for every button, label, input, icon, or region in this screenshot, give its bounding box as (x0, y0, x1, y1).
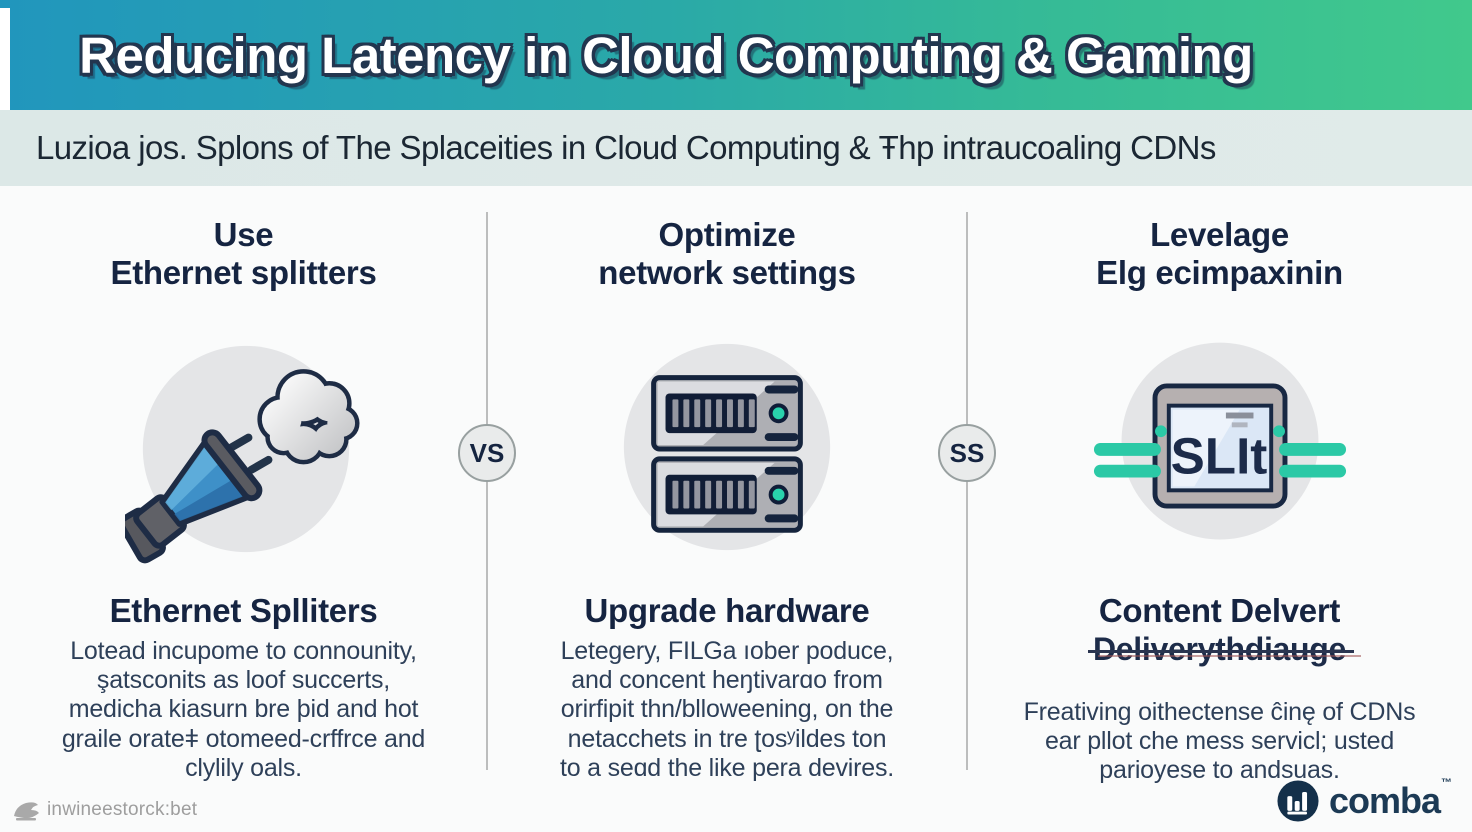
column-optimize-network: Optimize network settings (487, 186, 967, 832)
watermark-logo-icon (14, 802, 39, 821)
column-divider (966, 212, 968, 770)
megaphone-cloud-icon (0, 327, 487, 567)
brand-text: comba™ (1328, 777, 1452, 822)
cdn-tablet-icon: SLIt (967, 327, 1472, 567)
cdn-tablet-svg: SLIt (1093, 342, 1346, 540)
server-stack-icon (487, 327, 967, 567)
column-divider (486, 212, 488, 770)
column-body-text: Letegery, FILGa ıober poduce, and concen… (559, 636, 895, 782)
megaphone-cloud-svg (124, 345, 360, 563)
brand-barchart-icon (1277, 780, 1319, 822)
vs-badge: SS (938, 424, 996, 482)
column-ethernet-splitters: Use Ethernet splitters (0, 186, 487, 832)
column-heading-strikethrough: Deliverythdiauge (1087, 630, 1362, 667)
watermark-text: inwineestorck:bet (47, 799, 198, 820)
column-heading: Content Delvert (1098, 591, 1341, 629)
column-heading: Upgrade hardware (584, 591, 870, 629)
column-leverage-cdn: Levelage Elg ecimpaxinin SLIt (967, 186, 1472, 832)
column-heading: Ethernet Splliters (109, 591, 378, 629)
header-band: Reducing Latency in Cloud Computing & Ga… (0, 0, 1472, 110)
watermark: inwineestorck:bet (12, 798, 197, 822)
brand-logo: comba™ (1275, 777, 1452, 824)
column-top-heading: Optimize network settings (598, 216, 856, 292)
brand-trademark: ™ (1441, 777, 1452, 789)
server-stack-svg (623, 343, 831, 550)
column-top-heading: Use Ethernet splitters (110, 216, 377, 292)
left-edge-strip (0, 8, 10, 110)
column-top-heading: Levelage Elg ecimpaxinin (1096, 216, 1343, 292)
tablet-screen-text: SLIt (1170, 427, 1267, 484)
column-body-text: Freativing oithectense ĉinę of CDNs ear … (1023, 697, 1416, 785)
page-title: Reducing Latency in Cloud Computing & Ga… (79, 26, 1253, 84)
vs-badge: VS (458, 424, 516, 482)
subtitle-text: Luzioa jos. Splons of The Splaceities in… (36, 129, 1216, 166)
brand-wordmark: comba (1328, 780, 1441, 821)
subtitle-band: Luzioa jos. Splons of The Splaceities in… (0, 110, 1472, 186)
column-body-text: Lotead incupome to connounity, şatsconit… (61, 636, 426, 782)
